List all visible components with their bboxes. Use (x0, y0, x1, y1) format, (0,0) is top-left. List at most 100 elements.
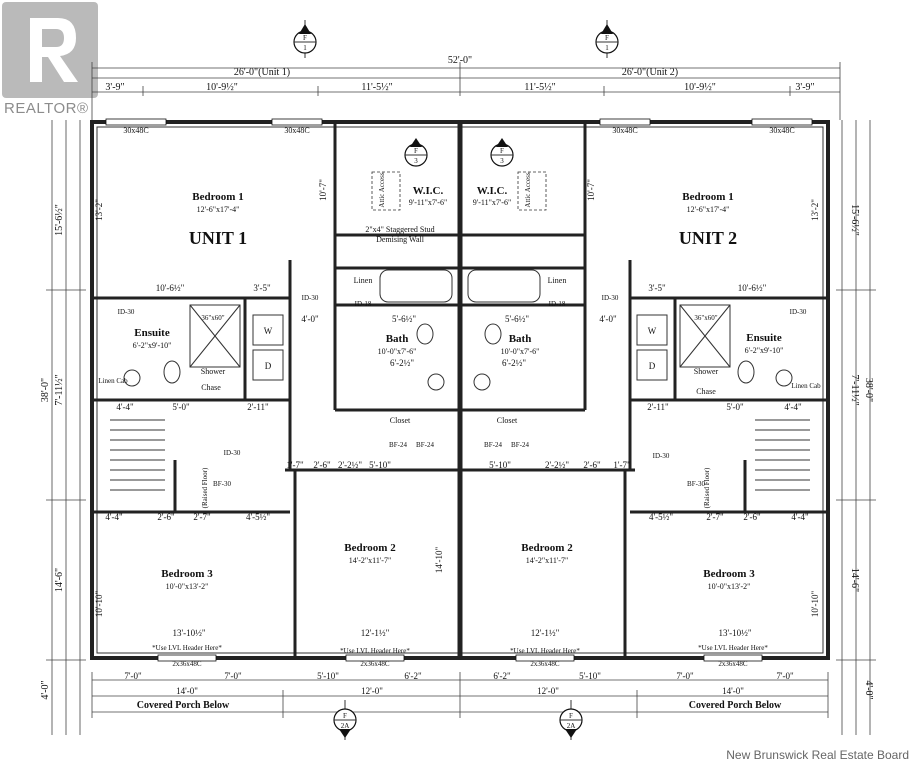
unit2-label: UNIT 2 (679, 228, 737, 248)
shower-size-left: 36"x60" (201, 314, 224, 322)
room-bedroom1-left: Bedroom 1 (192, 191, 243, 203)
interior-walls: W D W D (92, 122, 828, 658)
svg-text:3'-5": 3'-5" (648, 283, 666, 293)
dim-left-d: 14'-6" (54, 568, 65, 592)
svg-text:BF-24: BF-24 (416, 441, 434, 449)
svg-text:12'-0": 12'-0" (361, 686, 383, 696)
room-bedroom3-right-size: 10'-0"x13'-2" (708, 582, 751, 591)
svg-text:3: 3 (500, 157, 504, 165)
header-note-1: *Use LVL Header Here* (152, 644, 222, 652)
room-ensuite-right: Ensuite (746, 332, 782, 344)
svg-text:ID-30: ID-30 (602, 294, 619, 302)
dim-unit1: 26'-0"(Unit 1) (234, 67, 290, 78)
room-wic-right: W.I.C. (477, 185, 508, 197)
raised-floor-right: (Raised Floor) (703, 467, 711, 508)
header-note-4: *Use LVL Header Here* (698, 644, 768, 652)
section-marker-mid-left: F 3 (404, 138, 428, 167)
room-bath-left-size: 10'-0"x7'-6" (378, 347, 417, 356)
attic-right: Attic Access (524, 172, 532, 207)
svg-text:BF-30: BF-30 (213, 480, 231, 488)
svg-text:2x36x48C: 2x36x48C (530, 660, 560, 668)
side-dimensions: 15'-6½" 38'-0" 7'-11½" 14'-6" 4'-0" 15'-… (40, 120, 876, 735)
svg-text:2x36x48C: 2x36x48C (718, 660, 748, 668)
svg-text:F: F (303, 34, 307, 42)
svg-text:2'-6": 2'-6" (313, 460, 331, 470)
svg-text:BF-30: BF-30 (687, 480, 705, 488)
svg-text:1: 1 (303, 44, 307, 52)
door-tags: ID-30 ID-30 ID-30 ID-30 ID-30 ID-30 ID-1… (118, 294, 807, 488)
svg-text:6'-2½": 6'-2½" (390, 358, 414, 368)
svg-text:2'-7": 2'-7" (193, 512, 211, 522)
linen-cab-left: Linen Cab (98, 377, 128, 385)
dim-left-c: 7'-11½" (54, 374, 65, 405)
svg-text:2'-6": 2'-6" (157, 512, 175, 522)
svg-text:ID-30: ID-30 (790, 308, 807, 316)
dim-right-c: 7'-11½" (849, 374, 860, 405)
svg-text:F: F (414, 147, 418, 155)
chase-left: Chase (201, 383, 221, 392)
svg-text:10'-7": 10'-7" (586, 179, 596, 201)
dim-left-e: 4'-0" (40, 680, 51, 699)
attic-left: Attic Access (378, 172, 386, 207)
section-marker-mid-right: F 3 (490, 138, 514, 167)
svg-text:12'-0": 12'-0" (537, 686, 559, 696)
section-marker-bottom-left: F 2A (333, 700, 357, 740)
room-bedroom1-right: Bedroom 1 (682, 191, 733, 203)
svg-text:5'-0": 5'-0" (726, 402, 744, 412)
svg-text:5'-6½": 5'-6½" (505, 314, 529, 324)
svg-text:10'-6½": 10'-6½" (738, 283, 767, 293)
svg-text:F: F (343, 712, 347, 720)
section-marker-top-left: F 1 (293, 20, 317, 58)
svg-text:7'-0": 7'-0" (124, 671, 142, 681)
svg-text:10'-6½": 10'-6½" (156, 283, 185, 293)
room-wic-left-size: 9'-11"x7'-6" (409, 198, 447, 207)
shower-left: Shower (201, 367, 226, 376)
dim-seg-3: 11'-5½" (361, 82, 392, 93)
window-label-3: 30x48C (612, 126, 637, 135)
svg-text:5'-10": 5'-10" (489, 460, 511, 470)
svg-text:5'-10": 5'-10" (579, 671, 601, 681)
svg-text:13'-2": 13'-2" (94, 199, 104, 221)
window-label-2: 30x48C (284, 126, 309, 135)
svg-text:4'-0": 4'-0" (599, 314, 617, 324)
svg-text:2A: 2A (341, 722, 350, 730)
svg-text:F: F (605, 34, 609, 42)
room-bedroom2-right-size: 14'-2"x11'-7" (526, 556, 568, 565)
linen-right: Linen (548, 276, 567, 285)
svg-text:2A: 2A (567, 722, 576, 730)
svg-text:1: 1 (605, 44, 609, 52)
porch-label-left: Covered Porch Below (137, 700, 230, 711)
bottom-headers: *Use LVL Header Here* *Use LVL Header He… (152, 644, 768, 668)
room-ensuite-right-size: 6'-2"x9'-10" (745, 346, 784, 355)
svg-text:3'-5": 3'-5" (253, 283, 271, 293)
dim-right-d: 14'-6" (849, 568, 860, 592)
room-bath-right: Bath (509, 333, 532, 345)
linen-cab-right: Linen Cab (791, 382, 821, 390)
svg-text:1'-7": 1'-7" (613, 460, 631, 470)
svg-text:D: D (265, 361, 272, 371)
svg-text:D: D (649, 361, 656, 371)
interior-dimensions: 10'-6½" 3'-5" 3'-5" 10'-6½" 5'-6½" 5'-6½… (94, 179, 820, 638)
linen-left: Linen (354, 276, 373, 285)
porch-label-right: Covered Porch Below (689, 700, 782, 711)
svg-text:2'-6": 2'-6" (743, 512, 761, 522)
chase-right: Chase (696, 387, 716, 396)
svg-text:F: F (569, 712, 573, 720)
svg-text:14'-10": 14'-10" (434, 547, 444, 574)
room-wic-right-size: 9'-11"x7'-6" (473, 198, 511, 207)
svg-text:ID-18: ID-18 (549, 300, 566, 308)
svg-text:2'-11": 2'-11" (247, 402, 269, 412)
svg-text:6'-2½": 6'-2½" (502, 358, 526, 368)
svg-text:2'-2½": 2'-2½" (338, 460, 362, 470)
dim-overall: 52'-0" (448, 55, 472, 66)
svg-text:14'-0": 14'-0" (722, 686, 744, 696)
listing-credit: New Brunswick Real Estate Board (726, 748, 909, 762)
svg-text:12'-1½": 12'-1½" (531, 628, 560, 638)
dim-left-b: 38'-0" (40, 378, 51, 402)
header-note-3: *Use LVL Header Here* (510, 647, 580, 655)
svg-text:13'-2": 13'-2" (810, 199, 820, 221)
svg-text:W: W (264, 326, 273, 336)
room-bedroom3-left-size: 10'-0"x13'-2" (166, 582, 209, 591)
demising-note-2: Demising Wall (376, 235, 425, 244)
svg-text:4'-4": 4'-4" (784, 402, 802, 412)
